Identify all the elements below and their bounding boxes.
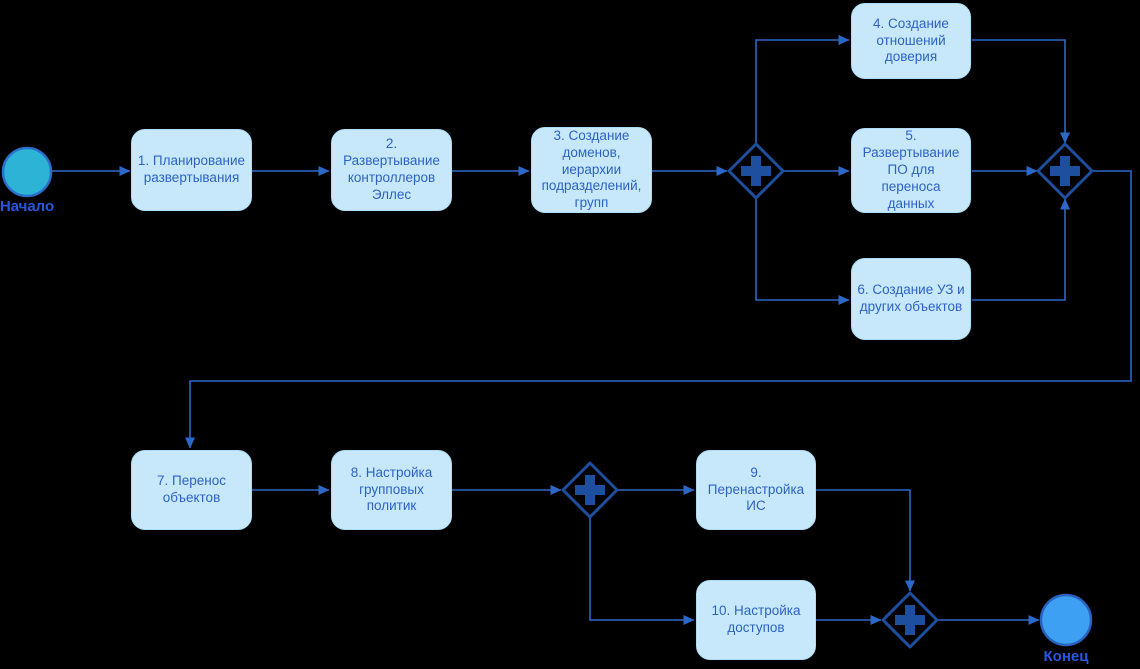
task-label: 7. Перенос объектов <box>157 473 226 505</box>
task-label: 6. Создание УЗ и других объектов <box>857 282 965 314</box>
task-2-deploy-controllers[interactable]: 2. Развертывание контроллеров Эллес <box>331 129 452 211</box>
plus-icon <box>575 475 605 505</box>
connector-task6-to-gateway2 <box>972 198 1070 301</box>
connector-gateway2-to-task7 <box>185 170 1132 449</box>
end-event-circle[interactable] <box>1039 593 1093 647</box>
task-1-planning[interactable]: 1. Планирование развертывания <box>131 129 252 211</box>
task-6-create-accounts[interactable]: 6. Создание УЗ и других объектов <box>851 258 971 340</box>
task-label: 4. Создание отношений доверия <box>873 15 949 65</box>
connector-gateway3-to-task10 <box>589 517 695 625</box>
task-label: 10. Настройка доступов <box>711 603 801 635</box>
connector-gateway1-to-task4 <box>755 35 850 145</box>
task-7-transfer-objects[interactable]: 7. Перенос объектов <box>131 450 252 530</box>
parallel-gateway-1[interactable] <box>727 142 785 200</box>
task-3-create-domains[interactable]: 3. Создание доменов, иерархии подразделе… <box>531 127 652 213</box>
plus-icon <box>1050 156 1080 186</box>
start-event-label: Начало <box>0 198 55 215</box>
task-label: 1. Планирование развертывания <box>137 153 246 185</box>
end-event-label: Конец <box>1043 648 1089 665</box>
task-10-configure-access[interactable]: 10. Настройка доступов <box>696 580 816 660</box>
task-5-deploy-transfer-software[interactable]: 5. Развертывание ПО для переноса данных <box>851 128 971 213</box>
task-label: 8. Настройка групповых политик <box>350 464 433 514</box>
parallel-gateway-4[interactable] <box>881 591 939 649</box>
task-label: 2. Развертывание контроллеров Эллес <box>343 136 440 202</box>
plus-icon <box>741 156 771 186</box>
connector-task4-to-gateway2 <box>972 39 1070 144</box>
task-label: 9. Перенастройка ИС <box>707 464 805 514</box>
task-4-trust-relations[interactable]: 4. Создание отношений доверия <box>851 3 971 79</box>
parallel-gateway-3[interactable] <box>561 461 619 519</box>
task-label: 5. Развертывание ПО для переноса данных <box>862 128 960 211</box>
start-event-circle[interactable] <box>1 146 53 198</box>
plus-icon <box>895 605 925 635</box>
connector-gateway1-to-task6 <box>755 197 850 305</box>
parallel-gateway-2[interactable] <box>1036 142 1094 200</box>
task-9-reconfigure-is[interactable]: 9. Перенастройка ИС <box>696 450 816 530</box>
task-label: 3. Создание доменов, иерархии подразделе… <box>541 127 642 211</box>
task-8-group-policies[interactable]: 8. Настройка групповых политик <box>331 450 452 530</box>
connector-task9-to-gateway4 <box>816 489 915 592</box>
